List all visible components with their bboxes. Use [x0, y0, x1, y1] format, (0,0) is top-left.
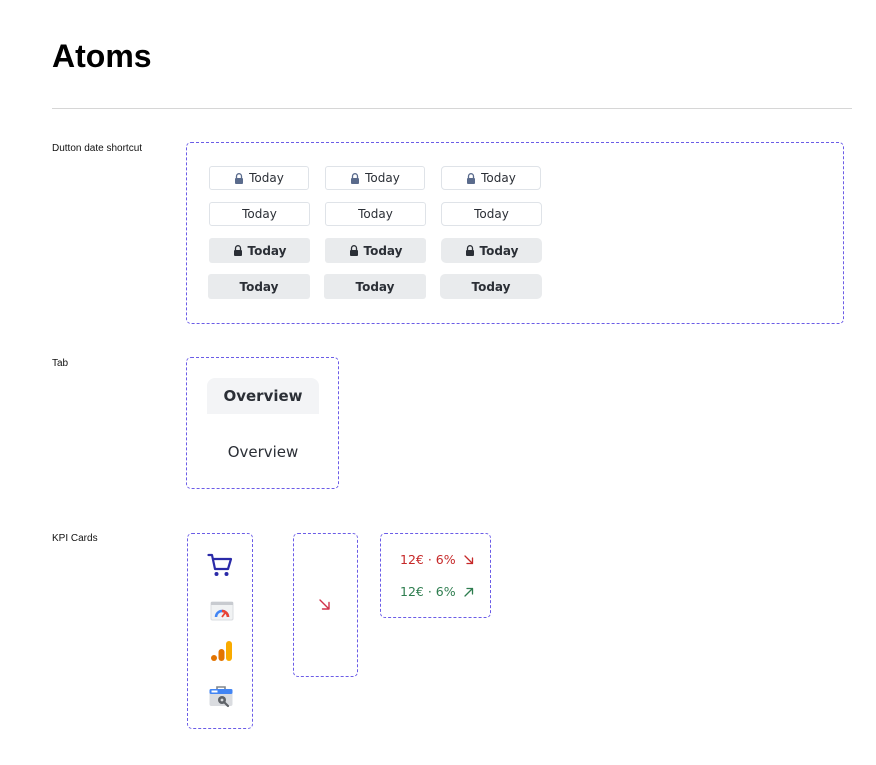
today-button-locked-filled[interactable]: Today: [209, 238, 310, 263]
button-label: Today: [358, 207, 393, 221]
today-button-locked[interactable]: Today: [441, 166, 541, 190]
section-label-kpi-cards: KPI Cards: [52, 533, 98, 544]
analytics-icon: [208, 637, 236, 665]
kpi-value-down: 12€ · 6%: [400, 552, 475, 567]
tab-label: Overview: [223, 387, 303, 405]
kpi-up-text: 12€ · 6%: [400, 584, 456, 599]
today-button[interactable]: Today: [325, 202, 426, 226]
kpi-values-container: [380, 533, 491, 618]
cart-icon: [206, 551, 234, 579]
button-label: Today: [481, 171, 516, 185]
tab-overview[interactable]: Overview: [207, 434, 319, 470]
today-button[interactable]: Today: [209, 202, 310, 226]
today-button-locked-filled[interactable]: Today: [441, 238, 542, 263]
button-label: Today: [239, 279, 279, 294]
divider: [52, 108, 852, 109]
tab-container: Overview Overview: [186, 357, 339, 489]
button-label: Today: [474, 207, 509, 221]
lock-icon: [233, 245, 242, 256]
arrow-down-right-icon: [463, 554, 473, 564]
today-button-filled[interactable]: Today: [324, 274, 426, 299]
lock-icon: [349, 245, 358, 256]
today-button[interactable]: Today: [441, 202, 542, 226]
lock-icon: [467, 172, 476, 184]
lock-icon: [235, 172, 244, 184]
kpi-down-text: 12€ · 6%: [400, 552, 456, 567]
page-title: Atoms: [52, 38, 152, 74]
tab-label: Overview: [227, 443, 299, 461]
kpi-trend-container: [293, 533, 358, 677]
today-button-locked[interactable]: Today: [209, 166, 309, 190]
pagespeed-icon: [208, 597, 236, 625]
section-label-date-shortcut: Dutton date shortcut: [52, 143, 143, 154]
button-label: Today: [247, 243, 287, 258]
button-label: Today: [479, 243, 519, 258]
button-label: Today: [355, 279, 395, 294]
button-label: Today: [242, 207, 277, 221]
lock-icon: [465, 245, 474, 256]
button-label: Today: [363, 243, 403, 258]
button-label: Today: [365, 171, 400, 185]
tab-overview-active[interactable]: Overview: [207, 378, 319, 414]
trend-down-icon: [319, 599, 330, 610]
today-button-filled[interactable]: Today: [208, 274, 310, 299]
today-button-locked[interactable]: Today: [325, 166, 425, 190]
lock-icon: [351, 172, 360, 184]
kpi-icons-container: [187, 533, 253, 729]
button-label: Today: [471, 279, 511, 294]
section-label-tab: Tab: [52, 358, 69, 369]
kpi-value-up: 12€ · 6%: [400, 584, 475, 599]
today-button-filled[interactable]: Today: [440, 274, 542, 299]
date-shortcut-container: Today Today Today Today Today Today Toda…: [186, 142, 844, 324]
arrow-up-right-icon: [463, 587, 473, 597]
toolbox-icon: [207, 682, 235, 710]
button-label: Today: [249, 171, 284, 185]
today-button-locked-filled[interactable]: Today: [325, 238, 426, 263]
